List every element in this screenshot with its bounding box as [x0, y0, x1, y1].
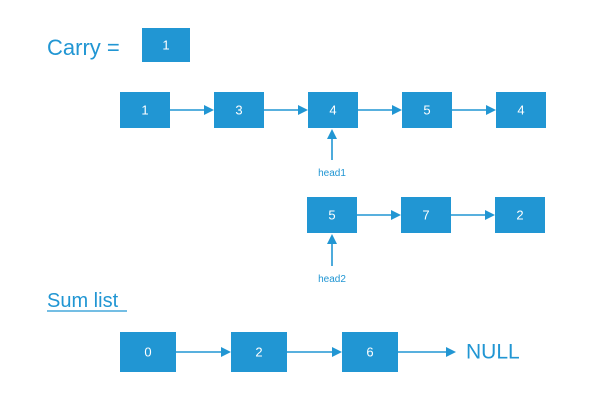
list2-node-3: 2: [495, 197, 545, 233]
list2-arrow-2: [451, 210, 495, 220]
head1-pointer-arrow: [327, 129, 337, 160]
list2-arrow-1: [357, 210, 401, 220]
list1-node-3-value: 4: [329, 103, 336, 118]
carry-value: 1: [162, 38, 169, 53]
sum-list-node-2-value: 2: [255, 345, 262, 360]
list2-node-2-value: 7: [422, 208, 429, 223]
list1-node-3: 4: [308, 92, 358, 128]
sum-list-arrow-2: [287, 347, 342, 357]
list-1: 1 3 4 5 4: [120, 92, 546, 128]
head2-label: head2: [318, 274, 346, 285]
carry-label: Carry =: [47, 35, 120, 60]
list1-arrow-4: [452, 105, 496, 115]
list1-node-2-value: 3: [235, 103, 242, 118]
list2-node-1: 5: [307, 197, 357, 233]
head2-pointer-arrow: [327, 234, 337, 266]
sum-list-node-3-value: 6: [366, 345, 373, 360]
list1-node-5: 4: [496, 92, 546, 128]
list1-arrow-1: [170, 105, 214, 115]
list1-node-4-value: 5: [423, 103, 430, 118]
list-2: 5 7 2: [307, 197, 545, 233]
sum-list-node-1: 0: [120, 332, 176, 372]
list2-node-3-value: 2: [516, 208, 523, 223]
sum-list-arrow-to-null: [398, 347, 456, 357]
sum-list-node-2: 2: [231, 332, 287, 372]
carry-box: 1: [142, 28, 190, 62]
list1-node-4: 5: [402, 92, 452, 128]
list1-node-1: 1: [120, 92, 170, 128]
null-terminator: NULL: [466, 341, 520, 364]
head1-label: head1: [318, 168, 346, 179]
list1-node-5-value: 4: [517, 103, 524, 118]
list1-node-2: 3: [214, 92, 264, 128]
list2-node-2: 7: [401, 197, 451, 233]
sum-list-title: Sum list: [47, 290, 119, 312]
sum-list-arrow-1: [176, 347, 231, 357]
list1-arrow-2: [264, 105, 308, 115]
list2-node-1-value: 5: [328, 208, 335, 223]
sum-list-node-3: 6: [342, 332, 398, 372]
list1-node-1-value: 1: [141, 103, 148, 118]
sum-list: 0 2 6: [120, 332, 456, 372]
sum-list-node-1-value: 0: [144, 345, 151, 360]
list1-arrow-3: [358, 105, 402, 115]
